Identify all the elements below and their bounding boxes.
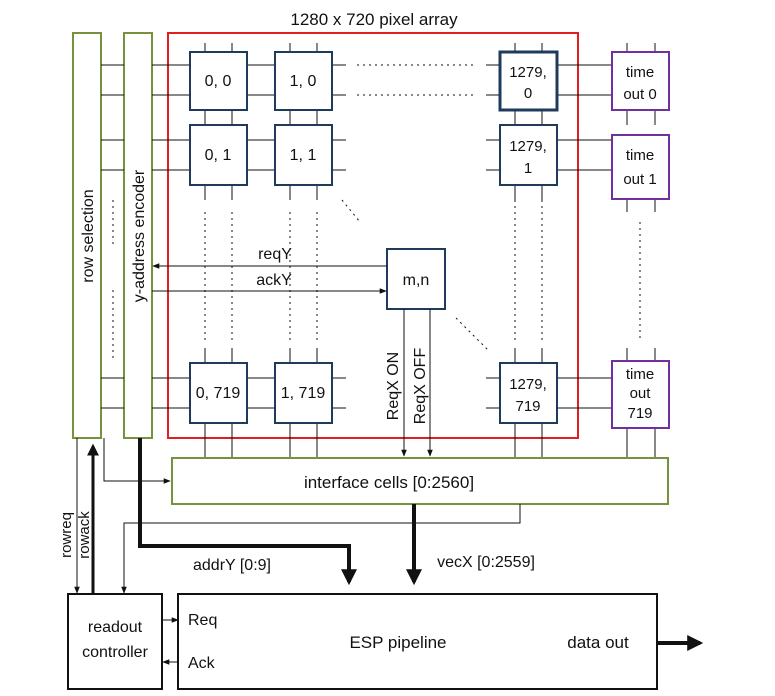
row-selection-label: row selection: [80, 189, 97, 282]
pixel-array-border: [167, 32, 579, 439]
data-out-label: data out: [567, 633, 629, 652]
timeout-label: 719: [627, 405, 652, 422]
interface-cells-box: [171, 457, 669, 505]
timeout-label: time: [626, 64, 654, 81]
pixel-cell-label: 1279,: [509, 376, 547, 393]
vecX-label: vecX [0:2559]: [437, 554, 535, 571]
timeout-cell-0: time out 0: [611, 51, 670, 111]
pixel-cell-label: 1, 1: [290, 147, 317, 164]
pixel-cell-label: 1279,: [509, 64, 547, 81]
interface-cells-label: interface cells [0:2560]: [304, 473, 474, 492]
pixel-cell-1-719: 1, 719: [274, 362, 333, 424]
continuation-dots: [112, 64, 641, 360]
pixel-cell-label: 0: [524, 85, 532, 102]
readout-controller-label: controller: [82, 644, 148, 661]
timeout-label: out 1: [623, 171, 656, 188]
pixel-cell-label: 1279,: [509, 138, 547, 155]
timeout-cells: time out 0 time out 1 time out 719: [611, 51, 670, 429]
control-lines: [74, 438, 521, 594]
readout-controller-label: readout: [88, 619, 143, 636]
reqx-off-label: ReqX OFF: [412, 348, 429, 425]
pixel-cell-0-1: 0, 1: [189, 124, 248, 186]
pixel-cell-label: m,n: [403, 272, 430, 289]
rowreq-label: rowreq: [58, 512, 75, 558]
pixel-cells: 0, 0 1, 0 1279, 0 0, 1 1, 1 1279, 1 0, 7…: [189, 50, 559, 424]
reqY-label: reqY: [258, 246, 292, 263]
row-lines: [101, 64, 612, 409]
esp-ack-label: Ack: [188, 655, 216, 672]
reqx-on-label: ReqX ON: [385, 352, 402, 420]
addrY-bus: [138, 438, 357, 586]
esp-pipeline-box: [177, 593, 658, 690]
pixel-cell-label: 0, 0: [205, 73, 232, 90]
esp-req-label: Req: [188, 612, 217, 629]
timeout-label: time: [626, 147, 654, 164]
pixel-cell-1279-719: 1279, 719: [499, 362, 558, 424]
pixel-cell-1279-1: 1279, 1: [499, 124, 558, 186]
pixel-cell-label: 1: [524, 160, 532, 177]
pixel-cell-label: 0, 1: [205, 147, 232, 164]
pixel-cell-1-0: 1, 0: [274, 51, 333, 111]
y-address-encoder-label: y-address encoder: [131, 169, 148, 302]
pixel-cell-label: 0, 719: [196, 385, 241, 402]
pixel-cell-1279-0: 1279, 0: [498, 50, 559, 112]
pixel-cell-0-0: 0, 0: [189, 51, 248, 111]
pixel-cell-m-n: m,n: [386, 248, 446, 310]
pixel-cell-0-719: 0, 719: [189, 362, 248, 424]
timeout-cell-1: time out 1: [611, 134, 670, 200]
timeout-label: out 0: [623, 86, 656, 103]
esp-pipeline-title: ESP pipeline: [349, 633, 446, 652]
ackY-label: ackY: [256, 272, 292, 289]
reqx-lines: [401, 309, 433, 457]
timeout-label: time: [626, 366, 654, 383]
handshake-y: [152, 263, 387, 294]
readout-controller-box: [67, 593, 163, 690]
rowack-label: rowack: [76, 511, 93, 559]
pixel-cell-label: 1, 0: [290, 73, 317, 90]
row-selection-box: [72, 32, 102, 439]
req-ack-arrows: [162, 617, 179, 665]
timeout-label: out: [630, 385, 652, 402]
pixel-cell-1-1: 1, 1: [274, 124, 333, 186]
pixel-array-title: 1280 x 720 pixel array: [290, 10, 458, 29]
timeout-cell-719: time out 719: [611, 360, 670, 429]
pixel-cell-label: 1, 719: [281, 385, 326, 402]
addrY-label: addrY [0:9]: [193, 557, 271, 574]
pixel-cell-label: 719: [515, 398, 540, 415]
